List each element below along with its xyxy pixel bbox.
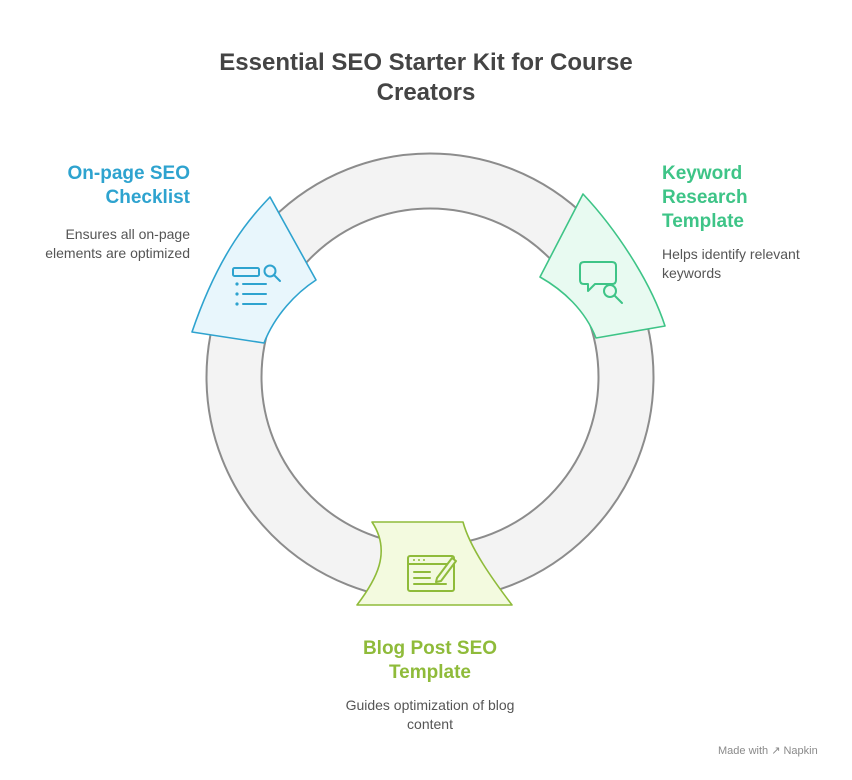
made-with-napkin-badge: Made with ↗ Napkin	[718, 744, 818, 757]
napkin-brand-text: Napkin	[783, 745, 818, 757]
diagram-title: Essential SEO Starter Kit for Course Cre…	[219, 49, 633, 106]
blog-edit-icon	[407, 555, 457, 592]
onpage-seo-label: On-page SEO Checklist	[67, 163, 190, 208]
blog-post-description: Guides optimization of blog content	[345, 697, 515, 732]
arrow-blog-post	[356, 521, 513, 606]
blog-post-label: Blog Post SEO Template	[362, 638, 498, 683]
chat-search-icon	[579, 261, 623, 304]
keyword-research-description: Helps identify relevant keywords	[662, 246, 800, 281]
onpage-seo-description: Ensures all on-page elements are optimiz…	[45, 226, 190, 261]
checklist-search-icon	[232, 264, 281, 306]
arrow-keyword-research	[539, 193, 666, 339]
made-with-text: Made with	[718, 745, 769, 757]
napkin-logo-icon: ↗	[771, 745, 781, 757]
arrow-onpage-seo	[191, 196, 317, 344]
keyword-research-label: Keyword Research Template	[662, 163, 748, 232]
